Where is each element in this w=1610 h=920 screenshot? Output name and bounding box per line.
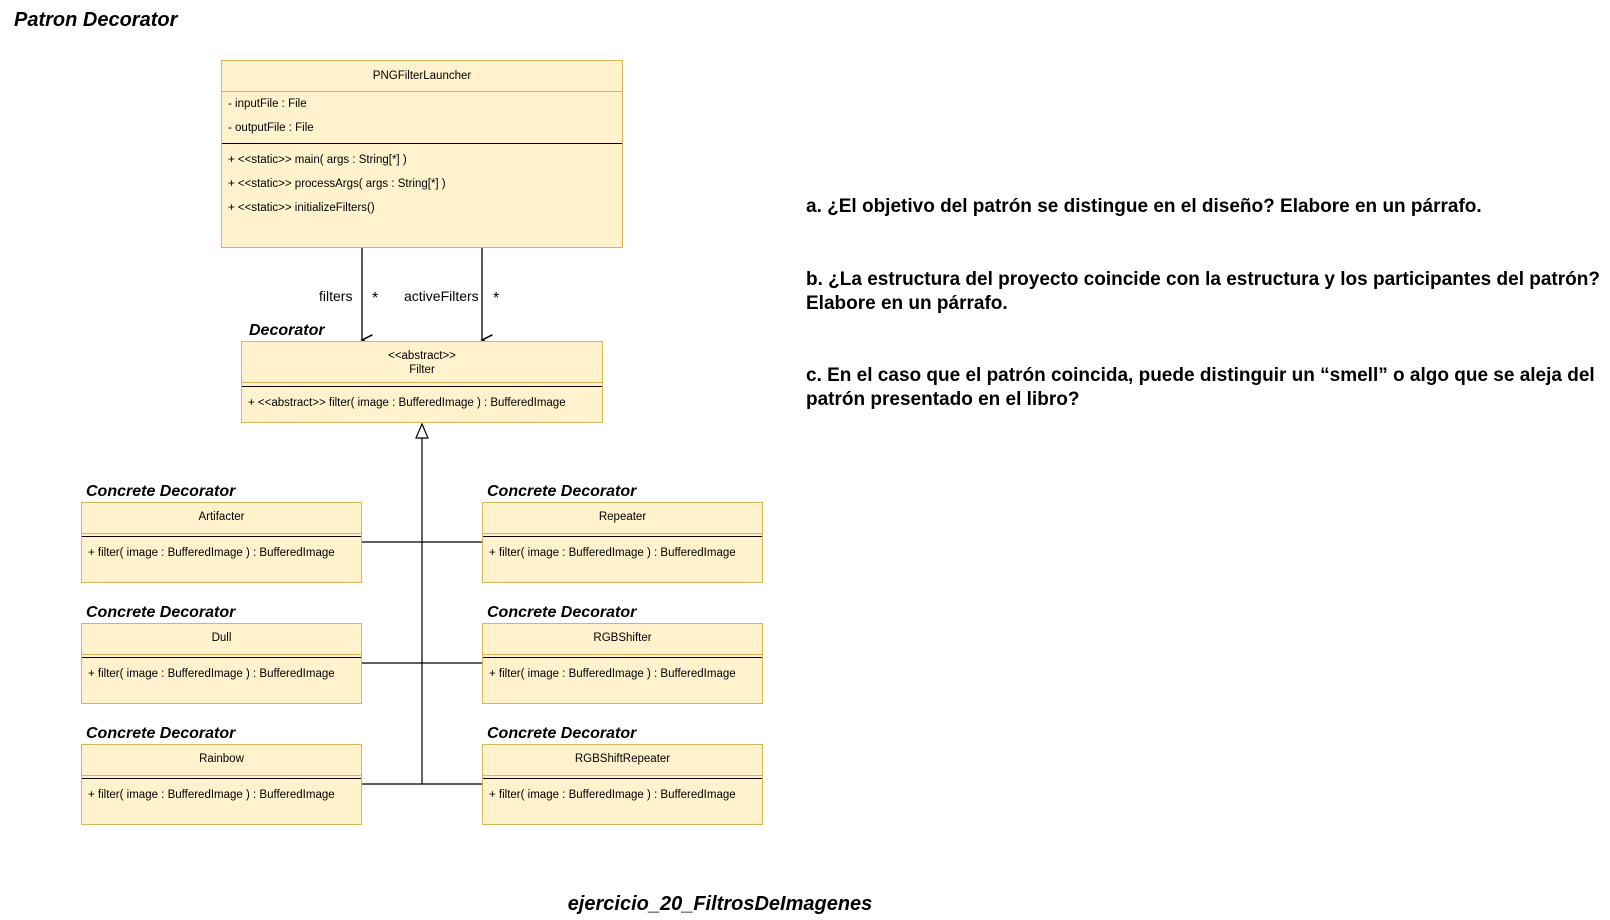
class-pngfilterlauncher: PNGFilterLauncher - inputFile : File - o… (221, 60, 623, 248)
class-name: Rainbow (82, 745, 361, 776)
compartment-separator (483, 778, 762, 779)
compartment-separator (82, 778, 361, 779)
role-label-concrete: Concrete Decorator (487, 483, 637, 500)
question-b: b. ¿La estructura del proyecto coincide … (806, 269, 1600, 314)
association-filters-multiplicity: * (372, 290, 379, 307)
method-filter: + filter( image : BufferedImage ) : Buff… (489, 789, 736, 801)
class-repeater: Repeater + filter( image : BufferedImage… (482, 502, 763, 583)
class-rgbshiftrepeater: RGBShiftRepeater + filter( image : Buffe… (482, 744, 763, 825)
class-dull: Dull + filter( image : BufferedImage ) :… (81, 623, 362, 704)
association-filters-label: filters (319, 288, 353, 304)
role-label-concrete: Concrete Decorator (86, 604, 236, 621)
class-name: RGBShiftRepeater (483, 745, 762, 776)
method-process-args: + <<static>> processArgs( args : String[… (228, 178, 446, 190)
class-name: Artifacter (82, 503, 361, 534)
diagram-footer-title: ejercicio_20_FiltrosDeImagenes (567, 893, 873, 915)
class-name-compartment: <<abstract>> Filter (242, 342, 602, 383)
inheritance-triangle (415, 422, 429, 439)
compartment-separator (82, 657, 361, 658)
role-label-decorator: Decorator (249, 322, 325, 339)
question-c: c. En el caso que el patrón coincida, pu… (806, 365, 1595, 410)
class-name: Filter (409, 364, 435, 376)
compartment-separator (483, 657, 762, 658)
method-initialize-filters: + <<static>> initializeFilters() (228, 202, 375, 214)
class-name: PNGFilterLauncher (222, 61, 622, 92)
compartment-separator (222, 143, 622, 144)
method-main: + <<static>> main( args : String[*] ) (228, 154, 407, 166)
page-title: Patron Decorator (14, 9, 178, 31)
class-name: Dull (82, 624, 361, 655)
compartment-separator (242, 386, 602, 387)
association-active-filters-multiplicity: * (493, 290, 500, 307)
class-artifacter: Artifacter + filter( image : BufferedIma… (81, 502, 362, 583)
class-rgbshifter: RGBShifter + filter( image : BufferedIma… (482, 623, 763, 704)
compartment-separator (82, 536, 361, 537)
class-filter: <<abstract>> Filter + <<abstract>> filte… (241, 341, 603, 423)
method-filter: + filter( image : BufferedImage ) : Buff… (489, 668, 736, 680)
attribute-output-file: - outputFile : File (228, 122, 314, 134)
role-label-concrete: Concrete Decorator (487, 725, 637, 742)
method-filter: + filter( image : BufferedImage ) : Buff… (489, 547, 736, 559)
method-filter: + filter( image : BufferedImage ) : Buff… (88, 547, 335, 559)
class-name: RGBShifter (483, 624, 762, 655)
association-active-filters-label: activeFilters (404, 288, 479, 304)
method-abstract-filter: + <<abstract>> filter( image : BufferedI… (248, 397, 566, 409)
question-a: a. ¿El objetivo del patrón se distingue … (806, 196, 1482, 217)
class-stereotype: <<abstract>> (388, 350, 456, 362)
attribute-input-file: - inputFile : File (228, 98, 307, 110)
role-label-concrete: Concrete Decorator (86, 483, 236, 500)
compartment-separator (483, 536, 762, 537)
class-rainbow: Rainbow + filter( image : BufferedImage … (81, 744, 362, 825)
method-filter: + filter( image : BufferedImage ) : Buff… (88, 789, 335, 801)
role-label-concrete: Concrete Decorator (86, 725, 236, 742)
method-filter: + filter( image : BufferedImage ) : Buff… (88, 668, 335, 680)
role-label-concrete: Concrete Decorator (487, 604, 637, 621)
class-name: Repeater (483, 503, 762, 534)
